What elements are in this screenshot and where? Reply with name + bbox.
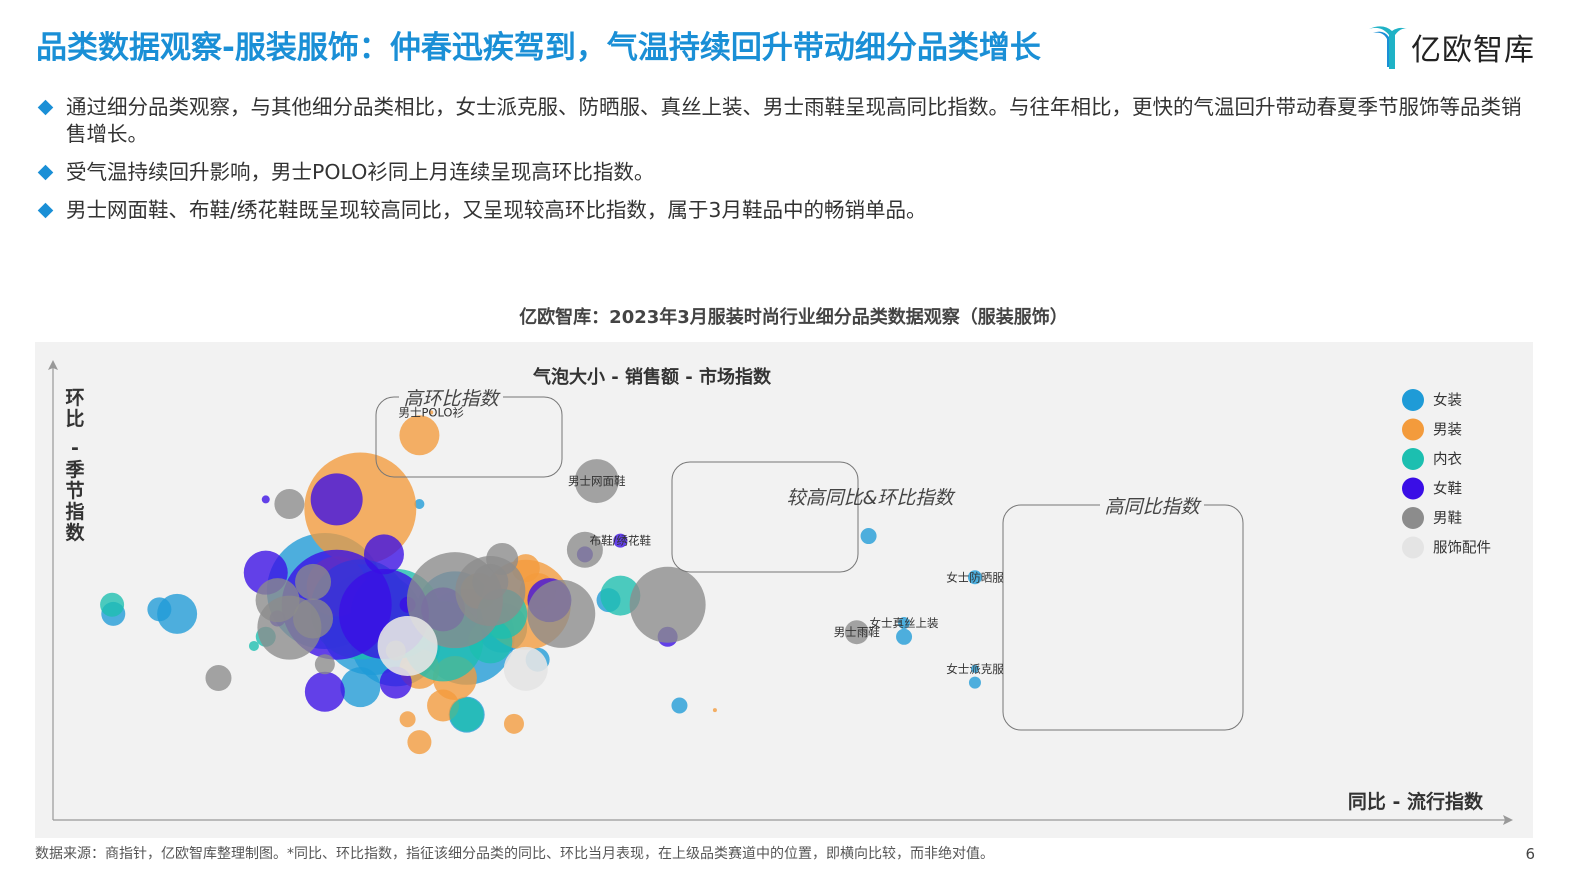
bubble-男鞋 bbox=[314, 654, 335, 675]
legend-swatch bbox=[1402, 418, 1424, 441]
bubble-服饰配件 bbox=[503, 646, 548, 691]
legend-label: 男装 bbox=[1433, 422, 1462, 439]
y-axis-label-char: 指 bbox=[65, 501, 84, 523]
page-title: 品类数据观察-服装服饰：仲春迅疾驾到，气温持续回升带动细分品类增长 bbox=[36, 30, 1041, 66]
bubble-label: 女士防晒服 bbox=[946, 570, 1004, 584]
page-number: 6 bbox=[1525, 845, 1535, 863]
legend-label: 女装 bbox=[1433, 391, 1462, 409]
bubble-女鞋 bbox=[304, 671, 345, 712]
bubble-男装 bbox=[429, 410, 434, 415]
brand-logo: 亿欧智库 bbox=[1367, 22, 1535, 72]
bubble-男装 bbox=[712, 708, 717, 713]
bubble-男鞋 bbox=[205, 665, 232, 692]
bubble-女装 bbox=[414, 498, 425, 509]
bubble-内衣 bbox=[248, 640, 259, 651]
bubble-男鞋 bbox=[295, 563, 332, 600]
legend-swatch bbox=[1402, 536, 1424, 559]
brand-logo-text: 亿欧智库 bbox=[1411, 33, 1535, 68]
bubble-男鞋 bbox=[293, 598, 334, 639]
bubble-label: 布鞋/绣花鞋 bbox=[590, 534, 652, 548]
bubble-女装 bbox=[898, 617, 911, 630]
bubble-女装 bbox=[968, 676, 981, 689]
finding-text: 男士网面鞋、布鞋/绣花鞋既呈现较高同比，又呈现较高环比指数，属于3月鞋品中的畅销… bbox=[66, 198, 927, 222]
brand-logo-mark-icon bbox=[1369, 26, 1407, 69]
y-axis-label-char: 数 bbox=[65, 521, 85, 544]
bubble-label: 女士真丝上装 bbox=[870, 616, 939, 630]
bubble-女装 bbox=[896, 628, 913, 645]
bubble-女装 bbox=[340, 667, 381, 708]
bubble-女鞋 bbox=[310, 473, 363, 526]
x-axis-arrow-icon bbox=[1503, 815, 1513, 825]
annotation-label: 高同比指数 bbox=[1104, 496, 1202, 518]
bubble-chart: 高环比指数较高同比&环比指数 高同比指数 气泡大小 - 销售额 - 市场指数 同比… bbox=[35, 342, 1533, 838]
diamond-bullet-icon bbox=[37, 99, 54, 116]
annotation-gap bbox=[1100, 501, 1204, 511]
bubble-女装 bbox=[671, 697, 688, 714]
source-note: 数据来源：商指针，亿欧智库整理制图。*同比、环比指数，指征该细分品类的同比、环比… bbox=[35, 846, 994, 862]
bubble-女装 bbox=[860, 528, 877, 545]
legend-label: 女鞋 bbox=[1433, 480, 1462, 498]
bubble-男装 bbox=[503, 713, 524, 734]
bubble-男装 bbox=[399, 415, 440, 456]
bubble-label: 男士雨鞋 bbox=[834, 625, 880, 639]
chart-subtitle: 气泡大小 - 销售额 - 市场指数 bbox=[532, 366, 772, 388]
y-axis-label-char: 季 bbox=[65, 459, 84, 481]
legend-label: 内衣 bbox=[1433, 451, 1462, 468]
bubble-女鞋 bbox=[613, 533, 628, 548]
diamond-bullet-icon bbox=[37, 164, 54, 181]
finding-text: 受气温持续回升影响，男士POLO衫同上月连续呈现高环比指数。 bbox=[66, 160, 655, 184]
bubble-男鞋 bbox=[486, 542, 519, 575]
bubble-男鞋 bbox=[844, 620, 869, 645]
bubble-女鞋 bbox=[261, 495, 270, 504]
bubble-男鞋 bbox=[574, 459, 619, 504]
y-axis-label-char: 节 bbox=[65, 480, 84, 502]
axes-layer bbox=[48, 360, 1513, 825]
legend-label: 服饰配件 bbox=[1433, 540, 1491, 557]
bubble-女装 bbox=[147, 597, 172, 622]
bubble-女装 bbox=[967, 570, 982, 585]
y-axis-label-char: - bbox=[71, 437, 79, 459]
y-axis-arrow-icon bbox=[48, 360, 58, 370]
bubble-内衣 bbox=[100, 592, 125, 617]
bubble-男鞋 bbox=[629, 566, 706, 643]
y-axis-label-char: 比 bbox=[65, 408, 84, 430]
bubble-label: 男士POLO衫 bbox=[398, 405, 464, 419]
key-findings: 通过细分品类观察，与其他细分品类相比，女士派克服、防晒服、真丝上装、男士雨鞋呈现… bbox=[36, 94, 1541, 235]
bubble-内衣 bbox=[449, 697, 484, 732]
finding-item: 通过细分品类观察，与其他细分品类相比，女士派克服、防晒服、真丝上装、男士雨鞋呈现… bbox=[36, 94, 1541, 148]
bubble-label: 男士网面鞋 bbox=[568, 474, 626, 488]
bubble-服饰配件 bbox=[377, 615, 438, 676]
diamond-bullet-icon bbox=[37, 202, 54, 219]
bubble-男鞋 bbox=[274, 488, 305, 519]
legend-swatch bbox=[1402, 507, 1424, 529]
annotation-label: 较高同比&环比指数 bbox=[787, 487, 957, 509]
annotation-box bbox=[1002, 504, 1244, 731]
bubble-男鞋 bbox=[527, 579, 596, 648]
finding-text: 通过细分品类观察，与其他细分品类相比，女士派克服、防晒服、真丝上装、男士雨鞋呈现… bbox=[66, 95, 1522, 146]
finding-item: 男士网面鞋、布鞋/绣花鞋既呈现较高同比，又呈现较高环比指数，属于3月鞋品中的畅销… bbox=[36, 197, 1541, 224]
bubble-男装 bbox=[407, 730, 432, 755]
bubble-女装 bbox=[970, 664, 979, 673]
annotation-box bbox=[671, 461, 859, 573]
legend-swatch bbox=[1402, 477, 1424, 500]
bubble-男鞋 bbox=[566, 531, 603, 568]
annotation-label: 高环比指数 bbox=[403, 388, 501, 410]
bubble-layer bbox=[100, 410, 982, 755]
annotation-gap bbox=[399, 393, 503, 403]
y-axis-label-char: 环 bbox=[65, 387, 84, 409]
x-axis-label: 同比 - 流行指数 bbox=[1348, 790, 1484, 813]
chart-title: 亿欧智库：2023年3月服装时尚行业细分品类数据观察（服装服饰） bbox=[519, 307, 1068, 328]
legend-swatch bbox=[1402, 448, 1424, 470]
bubble-男装 bbox=[399, 711, 416, 728]
finding-item: 受气温持续回升影响，男士POLO衫同上月连续呈现高环比指数。 bbox=[36, 159, 1541, 186]
bubble-女鞋 bbox=[363, 534, 404, 575]
legend-swatch bbox=[1402, 389, 1424, 411]
legend-label: 男鞋 bbox=[1433, 510, 1462, 527]
bubble-label: 女士派克服 bbox=[946, 662, 1004, 676]
